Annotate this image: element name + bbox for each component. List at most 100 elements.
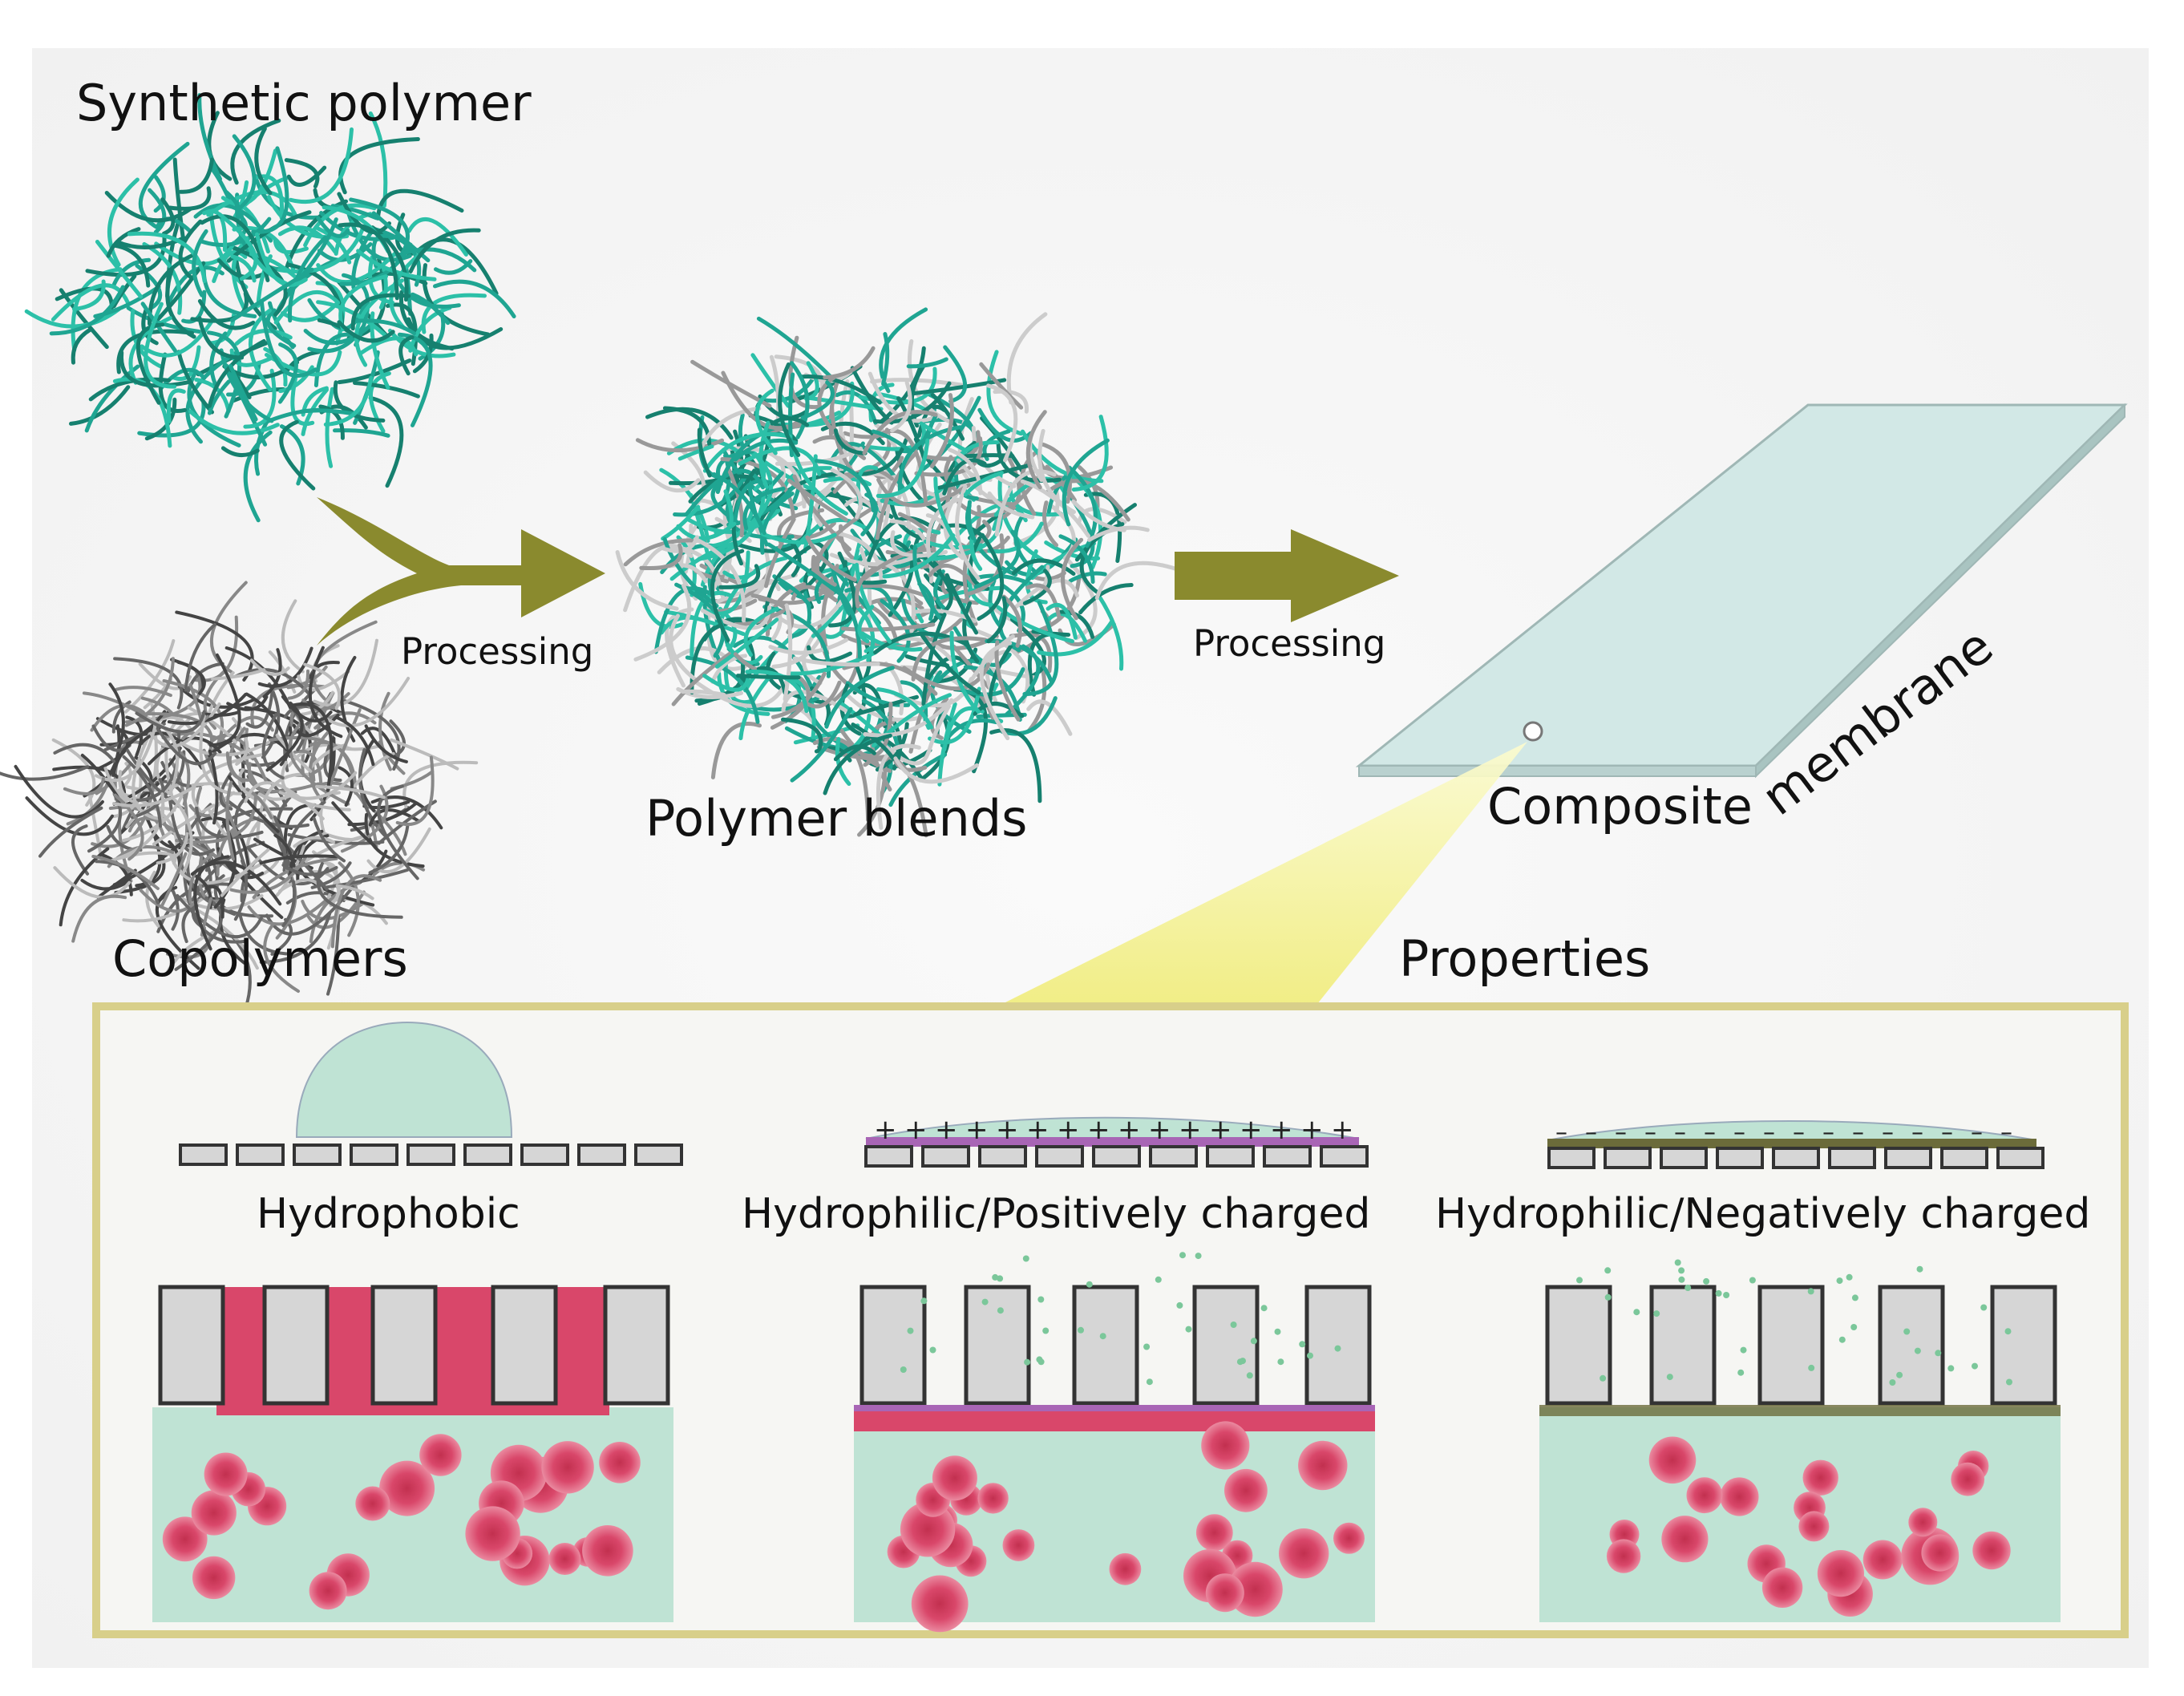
- polymer-strand: [921, 613, 947, 706]
- polymer-strand: [260, 300, 317, 378]
- polymer-strand: [293, 836, 336, 848]
- polymer-strand: [710, 722, 762, 779]
- polymer-strand: [338, 137, 420, 195]
- water-permeate-dot: [1037, 1296, 1045, 1303]
- positive-charge-sign: +: [935, 1114, 958, 1146]
- polymer-strand: [896, 396, 927, 462]
- polymer-strand: [1013, 484, 1060, 546]
- polymer-strand: [368, 111, 388, 208]
- polymer-strand: [209, 166, 232, 202]
- polymer-strand: [781, 717, 823, 752]
- polymer-strand: [310, 861, 352, 889]
- polymer-strand: [95, 722, 158, 783]
- polymer-strand: [59, 847, 110, 927]
- water-permeate-dot: [1916, 1265, 1923, 1273]
- polymer-strand: [281, 880, 297, 928]
- polymer-strand: [710, 548, 745, 642]
- polymer-strand: [408, 228, 481, 273]
- water-permeate-dot: [1633, 1309, 1640, 1316]
- polymer-strand: [325, 387, 334, 468]
- polymer-strand: [962, 601, 980, 664]
- water-permeate-dot: [1246, 1372, 1253, 1379]
- polymer-strand: [712, 472, 766, 536]
- polymer-strand: [370, 225, 409, 302]
- positive-charge-layer: [866, 1137, 1359, 1147]
- foulant-particle: [1002, 1529, 1035, 1561]
- negative-charge-sign: –: [1615, 1119, 1627, 1147]
- polymer-strand: [750, 353, 791, 408]
- water-permeate-dot: [1143, 1343, 1151, 1350]
- water-permeate-dot: [1155, 1276, 1162, 1283]
- polymer-strand: [84, 364, 140, 433]
- polymer-strand: [745, 670, 809, 714]
- polymer-strand: [911, 636, 988, 682]
- polymer-strand: [919, 421, 966, 451]
- polymer-strand: [986, 383, 1018, 463]
- water-permeate-dot: [1674, 1259, 1681, 1266]
- polymer-strand: [850, 366, 894, 425]
- polymer-strand: [994, 469, 1057, 537]
- polymer-strand: [335, 884, 374, 901]
- polymer-strand: [888, 537, 915, 617]
- surface-pore: [1604, 1147, 1652, 1169]
- polymer-strand: [116, 329, 194, 374]
- polymer-strand: [710, 654, 747, 684]
- membrane-pore: [1304, 1285, 1372, 1406]
- membrane-pore: [1757, 1285, 1825, 1406]
- surface-pore: [236, 1143, 285, 1166]
- polymer-strand: [312, 850, 341, 908]
- water-permeate-dot: [1334, 1345, 1341, 1352]
- polymer-strand: [127, 816, 176, 833]
- polymer-strand: [178, 219, 203, 281]
- polymer-strand: [315, 784, 386, 799]
- surface-pore: [1035, 1145, 1084, 1168]
- membrane-pore: [491, 1285, 558, 1406]
- polymer-strand: [823, 346, 876, 380]
- polymer-strand: [142, 241, 183, 315]
- polymer-strand: [122, 890, 213, 923]
- polymer-strand: [371, 211, 431, 263]
- polymer-strand: [108, 682, 125, 753]
- negative-charge-sign: –: [2000, 1119, 2012, 1147]
- zoom-point: [1523, 721, 1543, 742]
- surface-pore: [864, 1145, 913, 1168]
- polymer-strand: [1042, 500, 1058, 548]
- polymer-strand: [857, 605, 875, 644]
- polymer-strand: [653, 586, 713, 654]
- polymer-strand: [943, 345, 967, 403]
- polymer-strand: [805, 535, 857, 582]
- water-permeate-dot: [1179, 1252, 1186, 1259]
- water-film-negative: [1547, 1120, 2037, 1141]
- polymer-strand: [986, 350, 1024, 436]
- polymer-strand: [942, 458, 987, 496]
- polymer-strand: [351, 318, 416, 336]
- polymer-strand: [897, 425, 963, 494]
- polymer-strand: [337, 320, 395, 343]
- polymer-strand: [1062, 438, 1110, 527]
- polymer-strand: [173, 799, 193, 876]
- polymer-strand: [219, 348, 274, 423]
- polymer-strand: [316, 300, 388, 338]
- positive-charge-sign: +: [874, 1114, 897, 1146]
- polymer-strand: [286, 165, 327, 187]
- polymer-strand: [130, 731, 181, 803]
- polymer-strand: [100, 853, 133, 897]
- polymer-strand: [237, 767, 258, 802]
- polymer-strand: [225, 751, 251, 782]
- surface-pore: [406, 1143, 455, 1166]
- positive-charge-sign: +: [996, 1114, 1019, 1146]
- polymer-strand: [87, 793, 123, 853]
- label-copolymers: Copolymers: [112, 929, 408, 988]
- positive-charge-sign: +: [965, 1114, 989, 1146]
- polymer-strand: [685, 655, 760, 724]
- negative-charge-sign: –: [1733, 1119, 1745, 1147]
- water-permeate-dot: [920, 1297, 928, 1305]
- positive-charge-sign: +: [1118, 1114, 1141, 1146]
- polymer-strand: [238, 913, 293, 956]
- polymer-strand: [165, 267, 196, 339]
- polymer-strand: [281, 599, 305, 674]
- membrane-pore: [1649, 1285, 1717, 1406]
- polymer-strand: [863, 698, 954, 738]
- polymer-strand: [273, 833, 296, 868]
